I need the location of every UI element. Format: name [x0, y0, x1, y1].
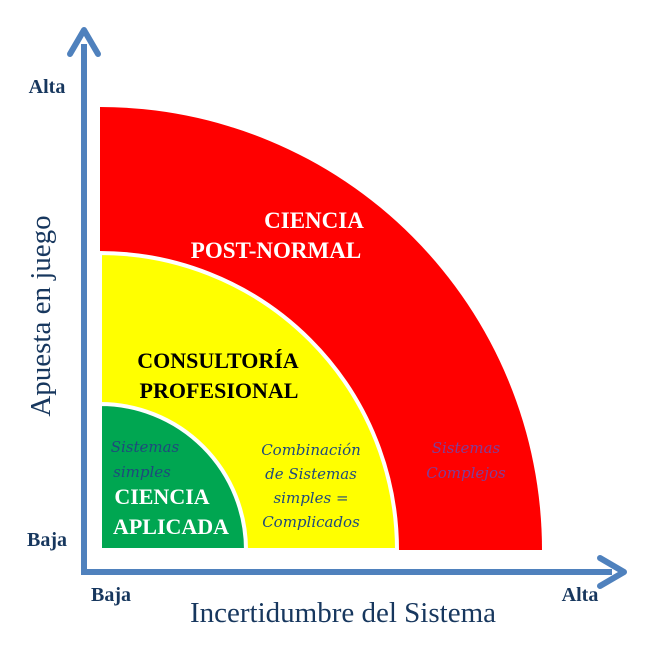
aplicada-title-line1: CIENCIA	[114, 484, 209, 509]
consultoria-title-line1: CONSULTORÍA	[137, 348, 299, 373]
aplicada-system-line2: simples	[113, 463, 171, 481]
y-axis-arrowhead	[67, 27, 101, 57]
zone-ciencia-aplicada	[98, 401, 249, 552]
consultoria-system-line2: de Sistemas	[265, 465, 357, 483]
post-normal-title-line2: POST-NORMAL	[191, 238, 361, 263]
consultoria-system-line4: Complicados	[262, 513, 360, 531]
x-axis-title: Incertidumbre del Sistema	[190, 597, 496, 629]
y-axis-high-label: Alta	[29, 76, 66, 98]
aplicada-title-line2: APLICADA	[113, 514, 229, 539]
y-axis-low-label: Baja	[27, 529, 67, 551]
consultoria-system-line3: simples =	[273, 489, 348, 507]
post-normal-system-line1: Sistemas	[432, 439, 501, 457]
post-normal-system-line2: Complejos	[426, 464, 506, 482]
post-normal-title-line1: CIENCIA	[264, 208, 364, 233]
aplicada-system-line1: Sistemas	[111, 438, 180, 456]
x-axis-low-label: Baja	[91, 584, 131, 606]
consultoria-system-line1: Combinación	[261, 441, 361, 459]
y-axis-title: Apuesta en juego	[25, 215, 57, 416]
x-axis-high-label: Alta	[562, 584, 599, 606]
consultoria-title-line2: PROFESIONAL	[140, 378, 299, 403]
x-axis-arrowhead	[597, 555, 627, 589]
